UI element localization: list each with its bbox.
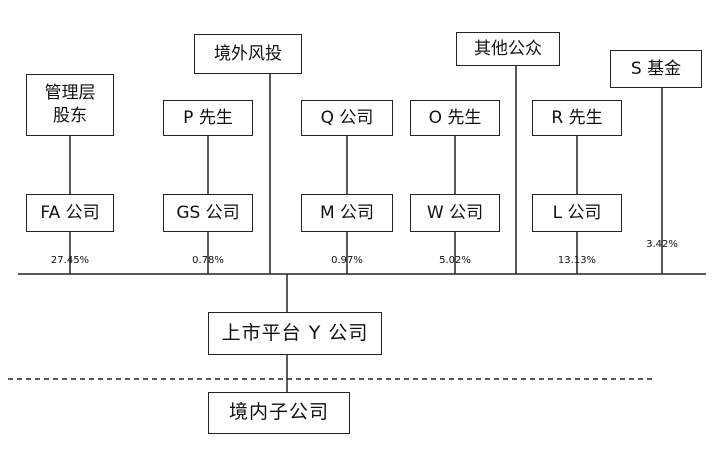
owner-box-s: S 基金 [610,50,702,88]
owner-box-mgmt: 管理层 股东 [26,74,114,136]
stake-label-gs: 0.78% [192,255,224,266]
owner-box-r: R 先生 [532,100,622,136]
holdco-box-fa: FA 公司 [26,194,114,232]
owner-box-p: P 先生 [163,100,253,136]
holdco-box-w: W 公司 [410,194,500,232]
stake-label-w: 5.02% [439,255,471,266]
owner-box-jingwai: 境外风投 [194,34,302,74]
stake-label-fa: 27.45% [50,255,90,266]
domestic-subsidiary-box: 境内子公司 [208,392,350,434]
stake-label-s: 3.42% [646,239,678,250]
holdco-box-gs: GS 公司 [163,194,253,232]
holdco-box-l: L 公司 [532,194,622,232]
owner-box-o: O 先生 [410,100,500,136]
owner-box-qita: 其他公众 [456,32,560,66]
holdco-box-m: M 公司 [301,194,393,232]
stake-label-l: 13.13% [557,255,597,266]
listed-company-box: 上市平台 Y 公司 [208,312,382,355]
stake-label-m: 0.97% [331,255,363,266]
owner-box-q: Q 公司 [301,100,393,136]
